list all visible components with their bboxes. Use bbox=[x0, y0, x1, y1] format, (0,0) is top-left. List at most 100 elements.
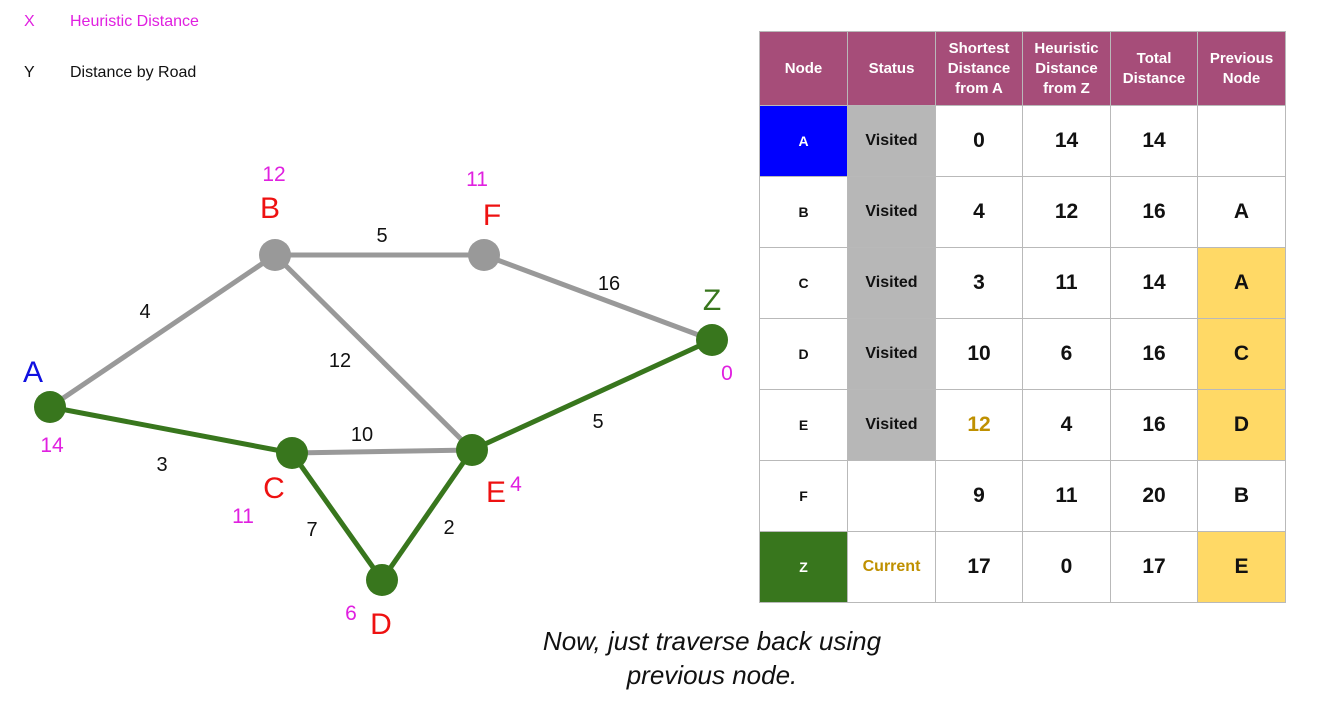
cell-previous: D bbox=[1197, 389, 1286, 461]
node-e bbox=[456, 434, 488, 466]
heuristic-f: 11 bbox=[466, 168, 488, 191]
cell-total: 17 bbox=[1110, 531, 1198, 603]
cell-previous: E bbox=[1197, 531, 1286, 603]
edge-weight-d-e: 2 bbox=[443, 517, 454, 539]
cell-shortest: 0 bbox=[935, 105, 1023, 177]
cell-status: Visited bbox=[847, 176, 936, 248]
cell-heuristic: 6 bbox=[1022, 318, 1111, 390]
edge-c-d bbox=[289, 451, 385, 582]
node-b bbox=[259, 239, 291, 271]
cell-node: A bbox=[759, 105, 848, 177]
cell-status bbox=[847, 460, 936, 532]
cell-heuristic: 14 bbox=[1022, 105, 1111, 177]
cell-heuristic: 11 bbox=[1022, 460, 1111, 532]
cell-heuristic: 0 bbox=[1022, 531, 1111, 603]
node-label-z: Z bbox=[703, 284, 721, 317]
node-a bbox=[34, 391, 66, 423]
edge-weight-e-z: 5 bbox=[592, 411, 603, 433]
cell-total: 14 bbox=[1110, 247, 1198, 319]
edge-f-z bbox=[483, 252, 713, 343]
node-z bbox=[696, 324, 728, 356]
edge-weight-b-f: 5 bbox=[376, 225, 387, 247]
heuristic-d: 6 bbox=[345, 602, 357, 625]
cell-shortest: 10 bbox=[935, 318, 1023, 390]
header-heuristic-distance: Heuristic Distance from Z bbox=[1022, 31, 1111, 106]
edge-c-e bbox=[291, 447, 473, 456]
edge-weight-c-d: 7 bbox=[306, 519, 317, 541]
cell-previous: C bbox=[1197, 318, 1286, 390]
edge-a-c bbox=[49, 404, 293, 456]
edge-b-e bbox=[273, 253, 474, 452]
node-label-e: E bbox=[486, 476, 506, 509]
edge-d-e bbox=[379, 448, 475, 582]
cell-shortest: 12 bbox=[935, 389, 1023, 461]
cell-node: E bbox=[759, 389, 848, 461]
cell-status: Current bbox=[847, 531, 936, 603]
cell-status: Visited bbox=[847, 389, 936, 461]
table-header-row: Node Status Shortest Distance from A Heu… bbox=[759, 31, 1286, 106]
heuristic-c: 11 bbox=[232, 505, 254, 528]
cell-node: C bbox=[759, 247, 848, 319]
node-label-c: C bbox=[263, 472, 285, 505]
cell-node: B bbox=[759, 176, 848, 248]
cell-previous bbox=[1197, 105, 1286, 177]
cell-status: Visited bbox=[847, 247, 936, 319]
cell-shortest: 9 bbox=[935, 460, 1023, 532]
cell-shortest: 3 bbox=[935, 247, 1023, 319]
cell-total: 16 bbox=[1110, 318, 1198, 390]
cell-node: Z bbox=[759, 531, 848, 603]
cell-status: Visited bbox=[847, 105, 936, 177]
cell-shortest: 4 bbox=[935, 176, 1023, 248]
cell-previous: A bbox=[1197, 247, 1286, 319]
header-shortest-distance: Shortest Distance from A bbox=[935, 31, 1023, 106]
edge-weight-a-b: 4 bbox=[139, 301, 150, 323]
heuristic-e: 4 bbox=[510, 473, 522, 496]
caption-line-1: Now, just traverse back using bbox=[542, 626, 882, 656]
edge-e-z bbox=[470, 337, 714, 453]
legend-heuristic-symbol: X bbox=[24, 13, 35, 30]
header-status: Status bbox=[847, 31, 936, 106]
cell-previous: B bbox=[1197, 460, 1286, 532]
legend-road-label: Distance by Road bbox=[70, 64, 197, 81]
cell-total: 16 bbox=[1110, 176, 1198, 248]
cell-heuristic: 4 bbox=[1022, 389, 1111, 461]
astar-table: Node Status Shortest Distance from A Heu… bbox=[759, 31, 1286, 603]
cell-total: 20 bbox=[1110, 460, 1198, 532]
node-label-d: D bbox=[370, 608, 392, 641]
node-label-b: B bbox=[260, 192, 280, 225]
cell-status: Visited bbox=[847, 318, 936, 390]
edge-weight-b-e: 12 bbox=[329, 350, 351, 372]
node-c bbox=[276, 437, 308, 469]
node-f bbox=[468, 239, 500, 271]
heuristic-b: 12 bbox=[262, 163, 285, 186]
legend-road-symbol: Y bbox=[24, 64, 35, 81]
cell-node: F bbox=[759, 460, 848, 532]
header-total-distance: Total Distance bbox=[1110, 31, 1198, 106]
cell-shortest: 17 bbox=[935, 531, 1023, 603]
header-node: Node bbox=[759, 31, 848, 106]
legend-heuristic-label: Heuristic Distance bbox=[70, 13, 199, 30]
cell-previous: A bbox=[1197, 176, 1286, 248]
cell-heuristic: 12 bbox=[1022, 176, 1111, 248]
heuristic-z: 0 bbox=[721, 362, 733, 385]
caption-line-2: previous node. bbox=[626, 660, 798, 690]
edge-weight-f-z: 16 bbox=[598, 273, 620, 295]
cell-heuristic: 11 bbox=[1022, 247, 1111, 319]
edge-weight-c-e: 10 bbox=[351, 424, 373, 446]
node-label-a: A bbox=[23, 356, 43, 389]
edge-a-b bbox=[48, 252, 277, 410]
cell-total: 14 bbox=[1110, 105, 1198, 177]
node-label-f: F bbox=[483, 199, 501, 232]
edge-weight-a-c: 3 bbox=[156, 454, 167, 476]
node-d bbox=[366, 564, 398, 596]
heuristic-a: 14 bbox=[40, 434, 64, 457]
cell-node: D bbox=[759, 318, 848, 390]
